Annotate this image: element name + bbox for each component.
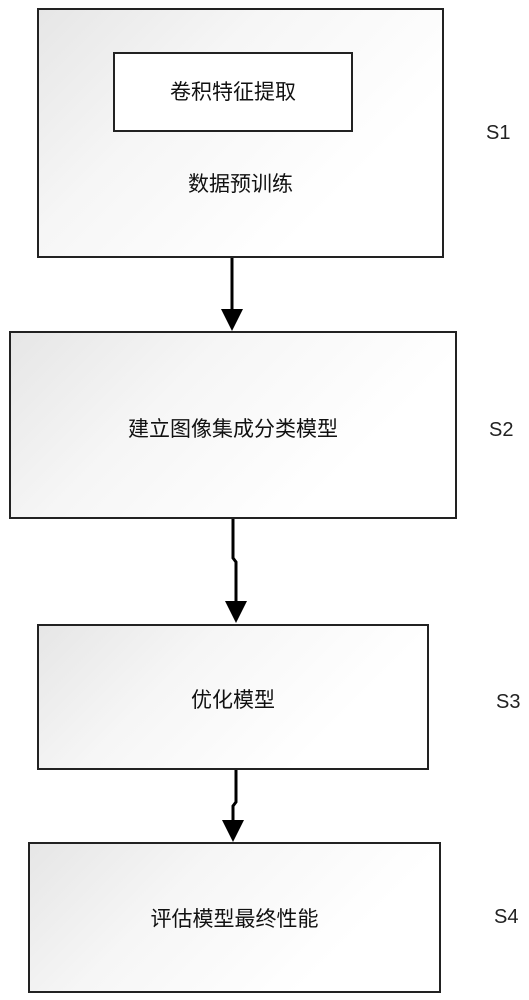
arrow-s2-s3-line (231, 519, 238, 603)
arrow-s1-s2-head (221, 309, 243, 331)
step-box-s1: 卷积特征提取 数据预训练 (37, 8, 444, 258)
step-s3-label: 优化模型 (191, 688, 275, 712)
arrow-s3-s4-head (222, 820, 244, 842)
step-s1-tag: S1 (486, 122, 511, 144)
step-s3-tag: S3 (496, 691, 521, 713)
step-box-s3: 优化模型 (37, 624, 429, 770)
arrow-s2-s3-head (225, 601, 247, 623)
step-box-s2: 建立图像集成分类模型 (9, 331, 457, 519)
step-s4-label: 评估模型最终性能 (150, 907, 319, 931)
step-s2-tag: S2 (489, 419, 514, 441)
step-box-s4: 评估模型最终性能 (28, 842, 441, 993)
feature-extraction-label: 卷积特征提取 (170, 80, 296, 104)
step-s2-label: 建立图像集成分类模型 (128, 417, 338, 441)
step-s1-label: 数据预训练 (188, 172, 293, 196)
step-s4-tag: S4 (494, 906, 519, 928)
feature-extraction-box: 卷积特征提取 (113, 52, 353, 132)
arrow-s3-s4-line (231, 770, 238, 822)
